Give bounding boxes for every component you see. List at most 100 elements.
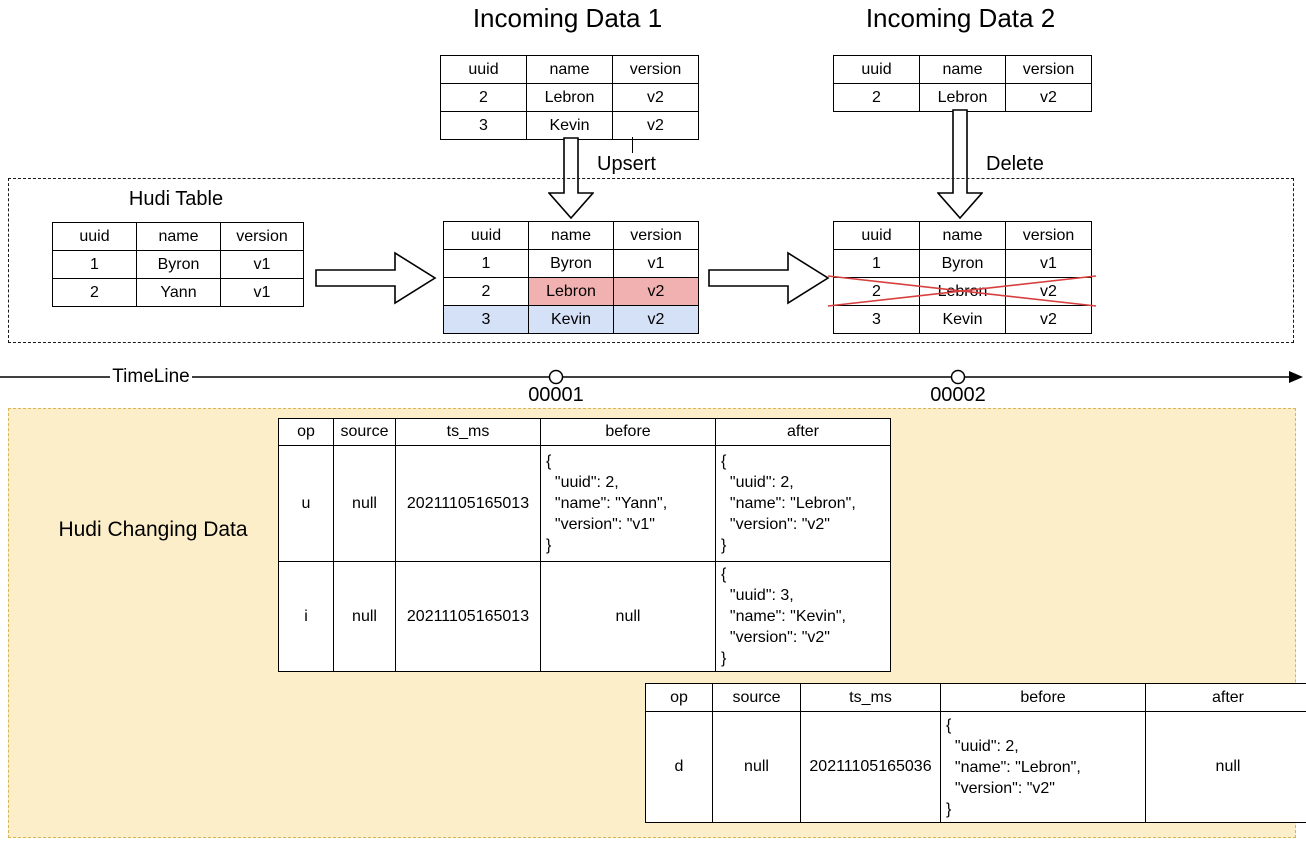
cell: Byron <box>919 249 1006 278</box>
before-json: { "uuid": 2, "name": "Lebron", "version"… <box>946 716 1081 818</box>
cell: 1 <box>52 250 137 279</box>
table-header-row: uuid name version <box>833 55 1092 84</box>
cell: Kevin <box>919 305 1006 334</box>
after-cell: { "uuid": 2, "name": "Lebron", "version"… <box>715 445 891 562</box>
table-row: 1 Byron v1 <box>52 250 304 279</box>
table-header-row: uuid name version <box>440 55 699 84</box>
table-row: 3 Kevin v2 <box>440 111 699 140</box>
source-cell: null <box>712 711 801 823</box>
cell: v2 <box>1005 305 1092 334</box>
header-cell: op <box>278 418 334 446</box>
commit-1-label: 00001 <box>528 384 584 406</box>
table-row-inserted: 3 Kevin v2 <box>443 305 699 334</box>
header-cell: uuid <box>440 55 527 84</box>
header-cell: name <box>919 55 1006 84</box>
cell: Lebron <box>919 83 1006 112</box>
hudi-initial-table: uuid name version 1 Byron v1 2 Yann v1 <box>52 222 304 307</box>
cell-inserted: 3 <box>443 305 529 334</box>
commit-2-label: 00002 <box>930 384 986 406</box>
header-cell: source <box>333 418 396 446</box>
cdc-table-commit-2: op source ts_ms before after d null 2021… <box>645 683 1306 823</box>
source-cell: null <box>333 445 396 562</box>
cell: v1 <box>220 278 304 307</box>
deleted-row-cross-icon <box>827 275 1097 307</box>
hudi-table-lane <box>8 178 1294 343</box>
table-row: 3 Kevin v2 <box>833 305 1092 334</box>
transition-right-arrow-icon <box>708 251 830 305</box>
header-cell: uuid <box>52 222 137 251</box>
timeline-arrowhead-icon <box>1289 371 1303 383</box>
header-cell: version <box>1005 221 1092 250</box>
delete-label: Delete <box>986 153 1044 175</box>
header-cell: before <box>940 683 1146 712</box>
after-json: { "uuid": 2, "name": "Lebron", "version"… <box>721 453 856 554</box>
header-cell: after <box>1145 683 1306 712</box>
upsert-label: Upsert <box>597 153 656 175</box>
upsert-label-connector-line <box>632 137 633 153</box>
header-cell: ts_ms <box>395 418 541 446</box>
table-header-row: op source ts_ms before after <box>645 683 1306 712</box>
cell-inserted: Kevin <box>528 305 614 334</box>
cell-inserted: v2 <box>613 305 699 334</box>
header-cell: version <box>1005 55 1092 84</box>
cell: Byron <box>528 249 614 278</box>
cell: v2 <box>1005 83 1092 112</box>
cdc-table-commit-1: op source ts_ms before after u null 2021… <box>278 418 891 672</box>
cell: Byron <box>136 250 221 279</box>
ts-cell: 20211105165036 <box>800 711 941 823</box>
cell: Lebron <box>526 83 613 112</box>
after-cell: { "uuid": 3, "name": "Kevin", "version":… <box>715 561 891 672</box>
source-cell: null <box>333 561 396 672</box>
before-cell: { "uuid": 2, "name": "Yann", "version": … <box>540 445 716 562</box>
before-cell: null <box>540 561 716 672</box>
cell-updated: v2 <box>613 277 699 306</box>
transition-right-arrow-icon <box>315 251 437 305</box>
timeline-label: TimeLine <box>112 366 190 387</box>
incoming-data-1-table: uuid name version 2 Lebron v2 3 Kevin v2 <box>440 55 699 140</box>
header-cell: version <box>220 222 304 251</box>
table-row: 2 Yann v1 <box>52 278 304 307</box>
incoming-data-2-table: uuid name version 2 Lebron v2 <box>833 55 1092 112</box>
table-row: 2 Lebron v2 <box>833 83 1092 112</box>
header-cell: version <box>613 221 699 250</box>
cell: 2 <box>52 278 137 307</box>
hudi-upserted-table: uuid name version 1 Byron v1 2 Lebron v2… <box>443 221 699 334</box>
header-cell: before <box>540 418 716 446</box>
header-cell: ts_ms <box>800 683 941 712</box>
commit-marker-1 <box>548 369 564 385</box>
op-cell: i <box>278 561 334 672</box>
table-row: 2 Lebron v2 <box>440 83 699 112</box>
table-header-row: uuid name version <box>52 222 304 251</box>
header-cell: name <box>526 55 613 84</box>
cell: 1 <box>443 249 529 278</box>
before-json: { "uuid": 2, "name": "Yann", "version": … <box>546 453 668 554</box>
table-header-row: uuid name version <box>443 221 699 250</box>
header-cell: uuid <box>833 55 920 84</box>
cell: 3 <box>440 111 527 140</box>
header-cell: uuid <box>443 221 529 250</box>
header-cell: name <box>136 222 221 251</box>
cell: Yann <box>136 278 221 307</box>
hudi-deleted-table: uuid name version 1 Byron v1 2 Lebron v2… <box>833 221 1092 334</box>
cell: 3 <box>833 305 920 334</box>
op-cell: d <box>645 711 713 823</box>
after-cell: null <box>1145 711 1306 823</box>
header-cell: name <box>919 221 1006 250</box>
cell: 2 <box>443 277 529 306</box>
cell: v2 <box>612 83 699 112</box>
table-row-updated: 2 Lebron v2 <box>443 277 699 306</box>
ts-cell: 20211105165013 <box>395 445 541 562</box>
incoming-data-2-title: Incoming Data 2 <box>865 3 1056 33</box>
hudi-changing-data-label: Hudi Changing Data <box>58 518 248 541</box>
before-cell: { "uuid": 2, "name": "Lebron", "version"… <box>940 711 1146 823</box>
cell-updated: Lebron <box>528 277 614 306</box>
cell: Kevin <box>526 111 613 140</box>
cdc-row-insert: i null 20211105165013 null { "uuid": 3, … <box>278 561 891 672</box>
header-cell: source <box>712 683 801 712</box>
ts-cell: 20211105165013 <box>395 561 541 672</box>
commit-marker-2 <box>950 369 966 385</box>
cell: v1 <box>220 250 304 279</box>
cdc-row-delete: d null 20211105165036 { "uuid": 2, "name… <box>645 711 1306 823</box>
cell: v2 <box>612 111 699 140</box>
table-row: 1 Byron v1 <box>443 249 699 278</box>
